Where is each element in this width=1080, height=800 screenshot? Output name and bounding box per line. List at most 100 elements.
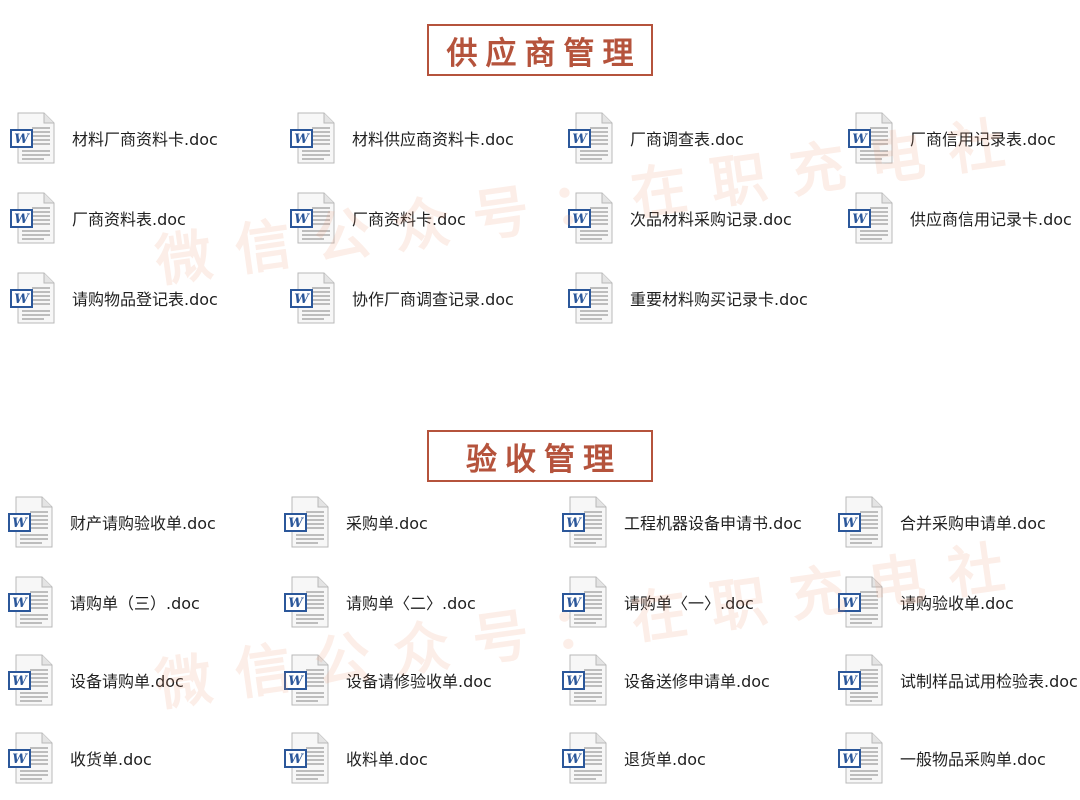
svg-text:W: W — [14, 292, 30, 307]
file-name: 一般物品采购单.doc — [900, 750, 1046, 769]
svg-text:W: W — [14, 132, 30, 147]
file-item[interactable]: W 请购验收单.doc — [836, 574, 1014, 630]
word-document-icon: W — [6, 652, 56, 708]
file-name: 厂商资料卡.doc — [352, 210, 466, 229]
word-document-icon: W — [846, 110, 896, 166]
file-item[interactable]: W 协作厂商调查记录.doc — [288, 270, 514, 326]
svg-text:W: W — [566, 516, 582, 531]
svg-text:W: W — [288, 752, 304, 767]
svg-text:W: W — [572, 292, 588, 307]
file-item[interactable]: W 合并采购申请单.doc — [836, 494, 1046, 550]
svg-text:W: W — [572, 212, 588, 227]
file-item[interactable]: W 厂商资料表.doc — [8, 190, 186, 246]
word-document-icon: W — [288, 270, 338, 326]
file-name: 财产请购验收单.doc — [70, 514, 216, 533]
svg-text:W: W — [14, 212, 30, 227]
file-name: 试制样品试用检验表.doc — [900, 672, 1078, 691]
svg-text:W: W — [294, 132, 310, 147]
svg-text:W: W — [288, 516, 304, 531]
svg-text:W: W — [294, 212, 310, 227]
file-name: 供应商信用记录卡.doc — [910, 210, 1072, 229]
word-document-icon: W — [282, 652, 332, 708]
word-document-icon: W — [566, 110, 616, 166]
svg-text:W: W — [288, 596, 304, 611]
file-item[interactable]: W 厂商资料卡.doc — [288, 190, 466, 246]
file-item[interactable]: W 采购单.doc — [282, 494, 428, 550]
svg-text:W: W — [842, 516, 858, 531]
word-document-icon: W — [560, 652, 610, 708]
file-item[interactable]: W 厂商信用记录表.doc — [846, 110, 1056, 166]
file-item[interactable]: W 工程机器设备申请书.doc — [560, 494, 802, 550]
file-item[interactable]: W 收货单.doc — [6, 730, 152, 786]
svg-text:W: W — [566, 596, 582, 611]
file-name: 工程机器设备申请书.doc — [624, 514, 802, 533]
file-item[interactable]: W 收料单.doc — [282, 730, 428, 786]
file-name: 设备送修申请单.doc — [624, 672, 770, 691]
word-document-icon: W — [288, 110, 338, 166]
file-name: 厂商信用记录表.doc — [910, 130, 1056, 149]
svg-text:W: W — [842, 752, 858, 767]
svg-text:W: W — [294, 292, 310, 307]
file-name: 请购验收单.doc — [900, 594, 1014, 613]
file-item[interactable]: W 重要材料购买记录卡.doc — [566, 270, 808, 326]
word-document-icon: W — [288, 190, 338, 246]
file-item[interactable]: W 设备请修验收单.doc — [282, 652, 492, 708]
word-document-icon: W — [560, 730, 610, 786]
word-document-icon: W — [6, 574, 56, 630]
svg-text:W: W — [288, 674, 304, 689]
word-document-icon: W — [282, 730, 332, 786]
file-item[interactable]: W 请购单（三）.doc — [6, 574, 200, 630]
file-name: 合并采购申请单.doc — [900, 514, 1046, 533]
word-document-icon: W — [566, 270, 616, 326]
file-item[interactable]: W 设备送修申请单.doc — [560, 652, 770, 708]
file-name: 收料单.doc — [346, 750, 428, 769]
file-item[interactable]: W 设备请购单.doc — [6, 652, 184, 708]
section-title-acceptance: 验收管理 — [427, 430, 653, 482]
file-name: 请购单（三）.doc — [70, 594, 200, 613]
word-document-icon: W — [6, 730, 56, 786]
word-document-icon: W — [566, 190, 616, 246]
word-document-icon: W — [282, 574, 332, 630]
file-name: 设备请修验收单.doc — [346, 672, 492, 691]
word-document-icon: W — [836, 574, 886, 630]
word-document-icon: W — [8, 190, 58, 246]
file-name: 厂商资料表.doc — [72, 210, 186, 229]
svg-text:W: W — [842, 674, 858, 689]
word-document-icon: W — [836, 494, 886, 550]
file-name: 协作厂商调查记录.doc — [352, 290, 514, 309]
svg-text:W: W — [842, 596, 858, 611]
file-item[interactable]: W 请购单〈二〉.doc — [282, 574, 476, 630]
file-name: 材料供应商资料卡.doc — [352, 130, 514, 149]
file-name: 采购单.doc — [346, 514, 428, 533]
file-item[interactable]: W 厂商调查表.doc — [566, 110, 744, 166]
word-document-icon: W — [560, 494, 610, 550]
svg-text:W: W — [566, 674, 582, 689]
word-document-icon: W — [8, 110, 58, 166]
word-document-icon: W — [836, 652, 886, 708]
file-item[interactable]: W 请购单〈一〉.doc — [560, 574, 754, 630]
file-item[interactable]: W 试制样品试用检验表.doc — [836, 652, 1078, 708]
file-name: 设备请购单.doc — [70, 672, 184, 691]
word-document-icon: W — [836, 730, 886, 786]
svg-text:W: W — [12, 674, 28, 689]
file-item[interactable]: W 退货单.doc — [560, 730, 706, 786]
file-name: 材料厂商资料卡.doc — [72, 130, 218, 149]
file-item[interactable]: W 材料供应商资料卡.doc — [288, 110, 514, 166]
file-item[interactable]: W 财产请购验收单.doc — [6, 494, 216, 550]
file-item[interactable]: W 材料厂商资料卡.doc — [8, 110, 218, 166]
file-name: 重要材料购买记录卡.doc — [630, 290, 808, 309]
file-item[interactable]: W 供应商信用记录卡.doc — [846, 190, 1072, 246]
file-item[interactable]: W 次品材料采购记录.doc — [566, 190, 792, 246]
word-document-icon: W — [6, 494, 56, 550]
svg-text:W: W — [12, 516, 28, 531]
word-document-icon: W — [8, 270, 58, 326]
file-item[interactable]: W 请购物品登记表.doc — [8, 270, 218, 326]
section-title-supplier: 供应商管理 — [427, 24, 653, 76]
file-name: 请购物品登记表.doc — [72, 290, 218, 309]
file-name: 请购单〈一〉.doc — [624, 594, 754, 613]
svg-text:W: W — [12, 596, 28, 611]
word-document-icon: W — [560, 574, 610, 630]
file-item[interactable]: W 一般物品采购单.doc — [836, 730, 1046, 786]
